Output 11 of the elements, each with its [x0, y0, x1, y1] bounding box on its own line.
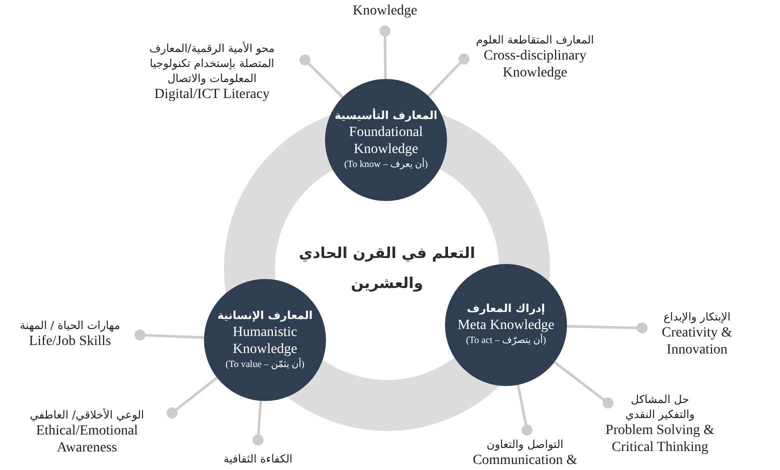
leader-line — [516, 384, 532, 436]
leader-line — [300, 54, 344, 98]
leader-line — [554, 361, 614, 408]
leader-line — [380, 26, 390, 79]
leader-line — [427, 54, 470, 97]
leader-line — [134, 330, 204, 340]
leader-line — [166, 376, 218, 418]
leader-line — [252, 400, 264, 446]
skill-label: Knowledge — [352, 2, 418, 20]
skill-label: الكفاءة الثقافية — [224, 452, 292, 466]
leader-line — [566, 322, 648, 334]
